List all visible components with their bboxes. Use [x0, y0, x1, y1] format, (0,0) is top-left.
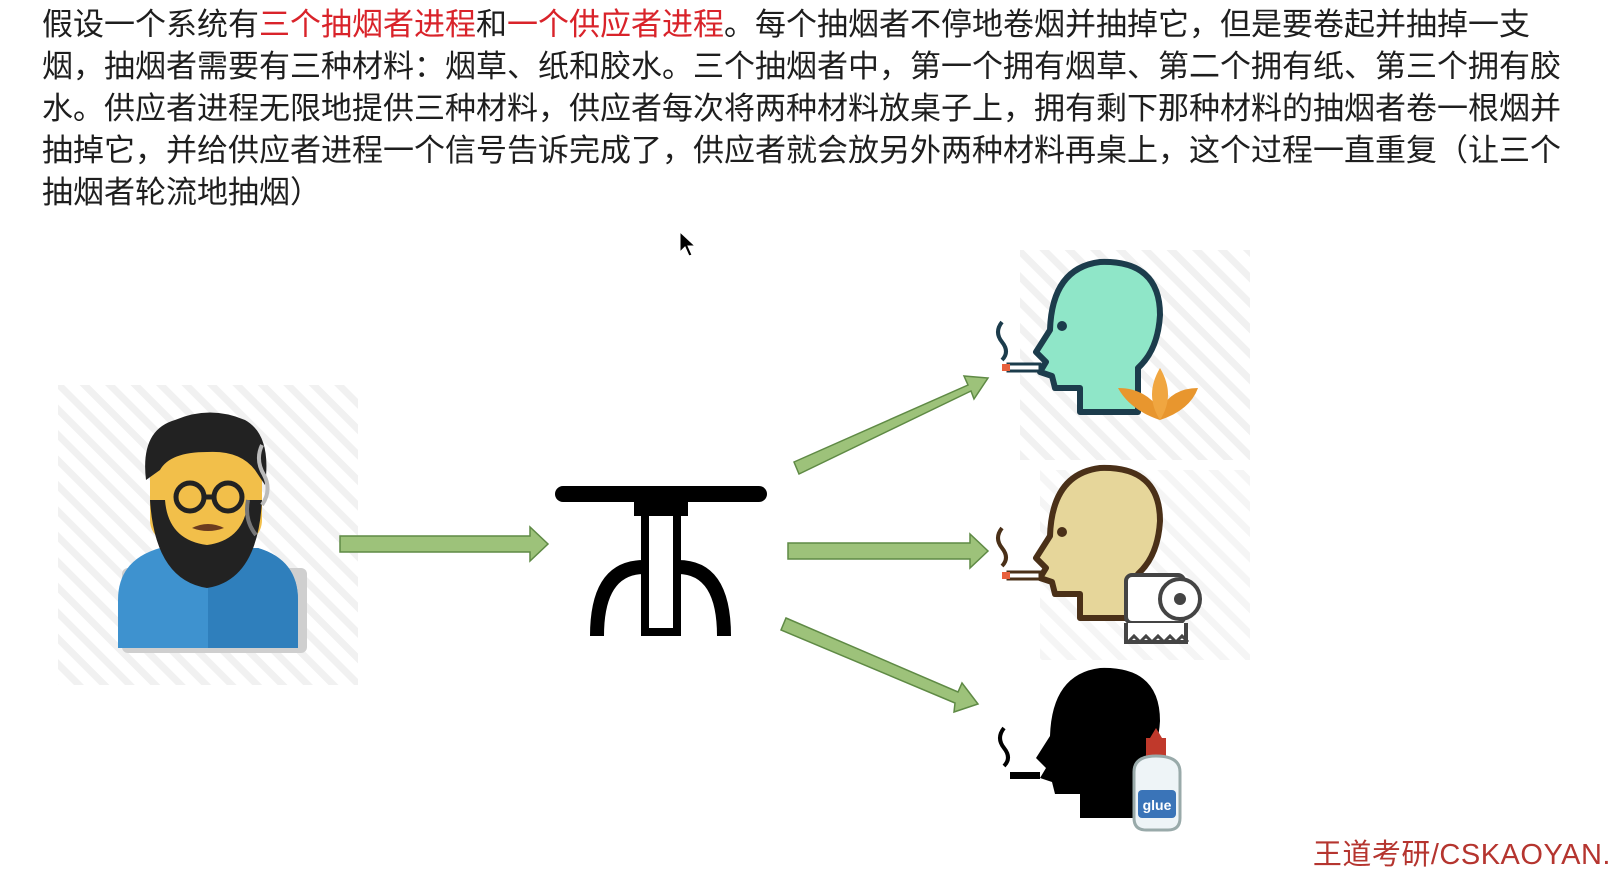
toilet-paper-icon	[1124, 573, 1202, 645]
arrow-table-to-smoker-tobacco	[793, 375, 990, 476]
description-part-3: 。每个抽烟者不停地卷烟并抽掉它，但是要卷起并抽掉一支烟，抽烟者需要有三种材料：烟…	[42, 7, 1561, 211]
smoker-paper-icon	[996, 464, 1202, 645]
watermark: 王道考研/CSKAOYAN.	[1312, 839, 1611, 871]
description-part-2: 和	[476, 7, 507, 43]
smoker-tobacco-icon	[996, 258, 1198, 420]
arrow-table-to-smoker-paper	[787, 532, 990, 570]
mouse-cursor-icon	[679, 230, 697, 257]
arrow-table-to-smoker-glue	[780, 617, 980, 714]
glue-label: glue	[1143, 797, 1172, 813]
smoker-glue-icon: glue	[998, 667, 1182, 832]
problem-description: 假设一个系统有三个抽烟者进程和一个供应者进程。每个抽烟者不停地卷烟并抽掉它，但是…	[42, 4, 1562, 214]
highlight-supplier-process: 一个供应者进程	[507, 7, 724, 43]
glue-bottle-icon: glue	[1132, 728, 1182, 832]
supplier-icon	[118, 412, 307, 653]
arrow-supplier-to-table	[339, 525, 550, 563]
tobacco-leaf-icon	[1118, 368, 1198, 420]
table-icon	[555, 486, 767, 636]
description-part-1: 假设一个系统有	[42, 7, 259, 43]
highlight-smoker-processes: 三个抽烟者进程	[259, 7, 476, 43]
